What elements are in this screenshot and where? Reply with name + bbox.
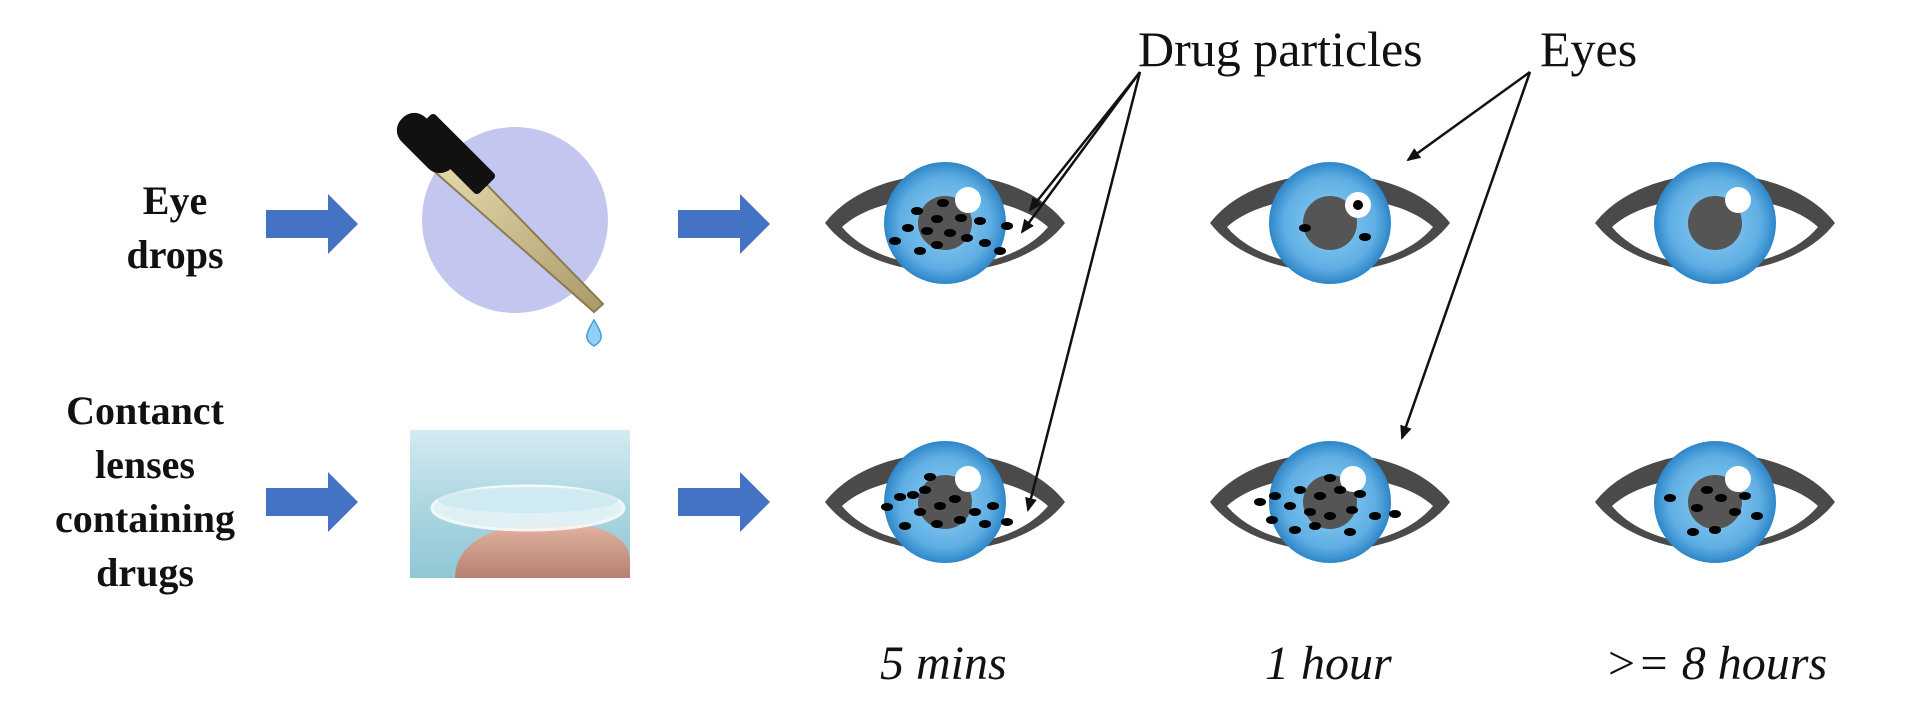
flow-arrow (266, 194, 358, 254)
flow-arrow (678, 194, 770, 254)
row-label-line: containing (54, 496, 236, 541)
pointer-line-drug-particles (1025, 71, 1142, 512)
eye-icon (1595, 441, 1835, 563)
dropper-icon (396, 112, 608, 347)
eye-icon (1595, 162, 1835, 284)
pointer-line-drug-particles (1028, 71, 1141, 212)
row-label-contact-lenses: Contanct lenses containing drugs (25, 384, 265, 600)
row-label-line: Eye (142, 178, 208, 223)
callout-drug-particles: Drug particles (1138, 21, 1423, 77)
eye-icon (825, 162, 1065, 284)
pointer-line-eyes (1406, 70, 1531, 162)
callout-eyes: Eyes (1540, 21, 1638, 77)
eye-icon (1210, 441, 1450, 563)
row-label-line: drops (126, 232, 224, 277)
row-label-line: drugs (96, 550, 194, 595)
flow-arrow (266, 472, 358, 532)
eye-icon (1210, 162, 1450, 284)
row-label-line: Contanct (66, 388, 224, 433)
contact-lens-on-finger-icon (410, 430, 630, 578)
flow-arrow (678, 472, 770, 532)
time-label-1-hour: 1 hour (1265, 637, 1392, 690)
pointer-line-eyes (1400, 71, 1532, 440)
row-label-line: lenses (95, 442, 195, 487)
eye-icon (825, 441, 1065, 563)
time-label-8-hours: >= 8 hours (1605, 637, 1828, 690)
time-label-5-mins: 5 mins (880, 637, 1007, 690)
row-label-eye-drops: Eye drops (75, 174, 275, 282)
